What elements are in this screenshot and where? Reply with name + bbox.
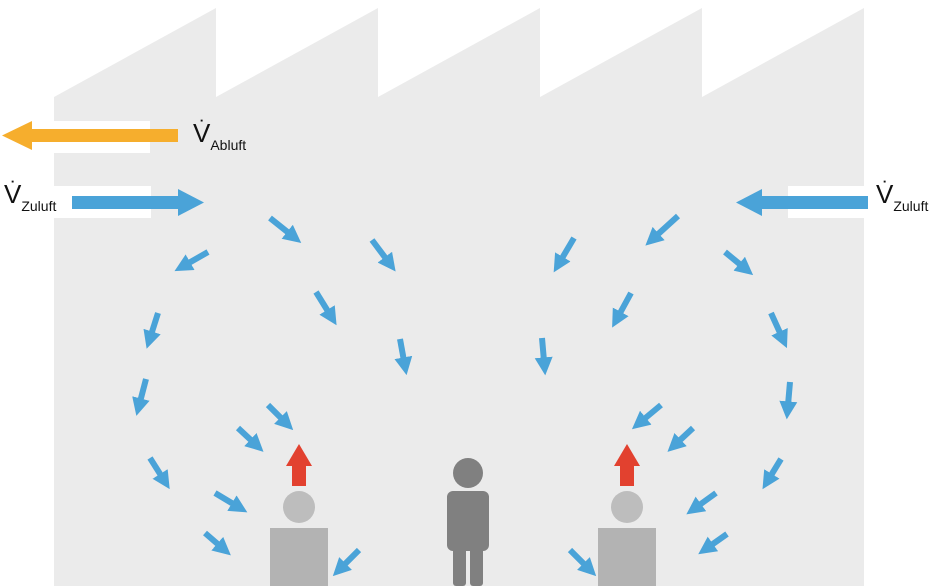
airflow-arrow — [143, 312, 161, 349]
airflow-arrow — [723, 249, 754, 276]
flow-symbol: V — [4, 179, 22, 209]
flow-subscript: Abluft — [210, 137, 247, 153]
airflow-arrow — [534, 337, 553, 376]
flow-dot: ˙ — [199, 116, 207, 141]
flow-dot: ˙ — [882, 177, 890, 202]
airflow-arrow — [567, 547, 597, 577]
airflow-arrow — [631, 402, 663, 430]
airflow-arrow — [762, 457, 784, 490]
flow-subscript: Zuluft — [21, 198, 57, 214]
airflow-arrow — [332, 547, 362, 577]
airflow-arrow — [235, 425, 264, 452]
exhaust-air-arrow — [2, 121, 178, 150]
supply-flow-label-left: V˙Zuluft — [4, 177, 56, 214]
airflow-arrows — [132, 213, 798, 577]
flow-symbol: V — [193, 118, 211, 148]
machine-icon — [598, 491, 656, 586]
airflow-arrow — [553, 236, 577, 273]
airflow-arrow — [768, 311, 788, 349]
airflow-arrow — [369, 238, 396, 272]
airflow-arrow — [132, 378, 150, 416]
heat-arrow-left — [286, 444, 312, 486]
airflow-arrow — [313, 290, 337, 326]
airflow-arrow — [686, 490, 718, 515]
flow-subscript: Zuluft — [893, 198, 929, 214]
airflow-arrow — [612, 291, 634, 328]
exhaust-flow-label: V˙Abluft — [193, 116, 246, 153]
airflow-arrow — [268, 215, 302, 243]
airflow-arrow — [394, 338, 413, 376]
flow-dot: ˙ — [10, 177, 18, 202]
supply-air-arrow-right — [736, 189, 868, 216]
heat-arrow-right — [614, 444, 640, 486]
airflow-arrow — [698, 531, 729, 555]
airflow-arrow — [203, 530, 231, 556]
machine-icon — [270, 491, 328, 586]
airflow-arrow — [147, 456, 170, 490]
person-icon — [447, 458, 489, 586]
airflow-arrow — [174, 249, 210, 272]
airflow-arrow — [779, 381, 798, 420]
flow-symbol: V — [876, 179, 894, 209]
supply-air-arrow-left — [72, 189, 204, 216]
supply-flow-label-right: V˙Zuluft — [876, 177, 928, 214]
airflow-arrow — [265, 402, 294, 431]
airflow-arrow — [667, 425, 696, 452]
airflow-arrow — [645, 213, 681, 246]
airflow-arrow — [213, 490, 248, 513]
